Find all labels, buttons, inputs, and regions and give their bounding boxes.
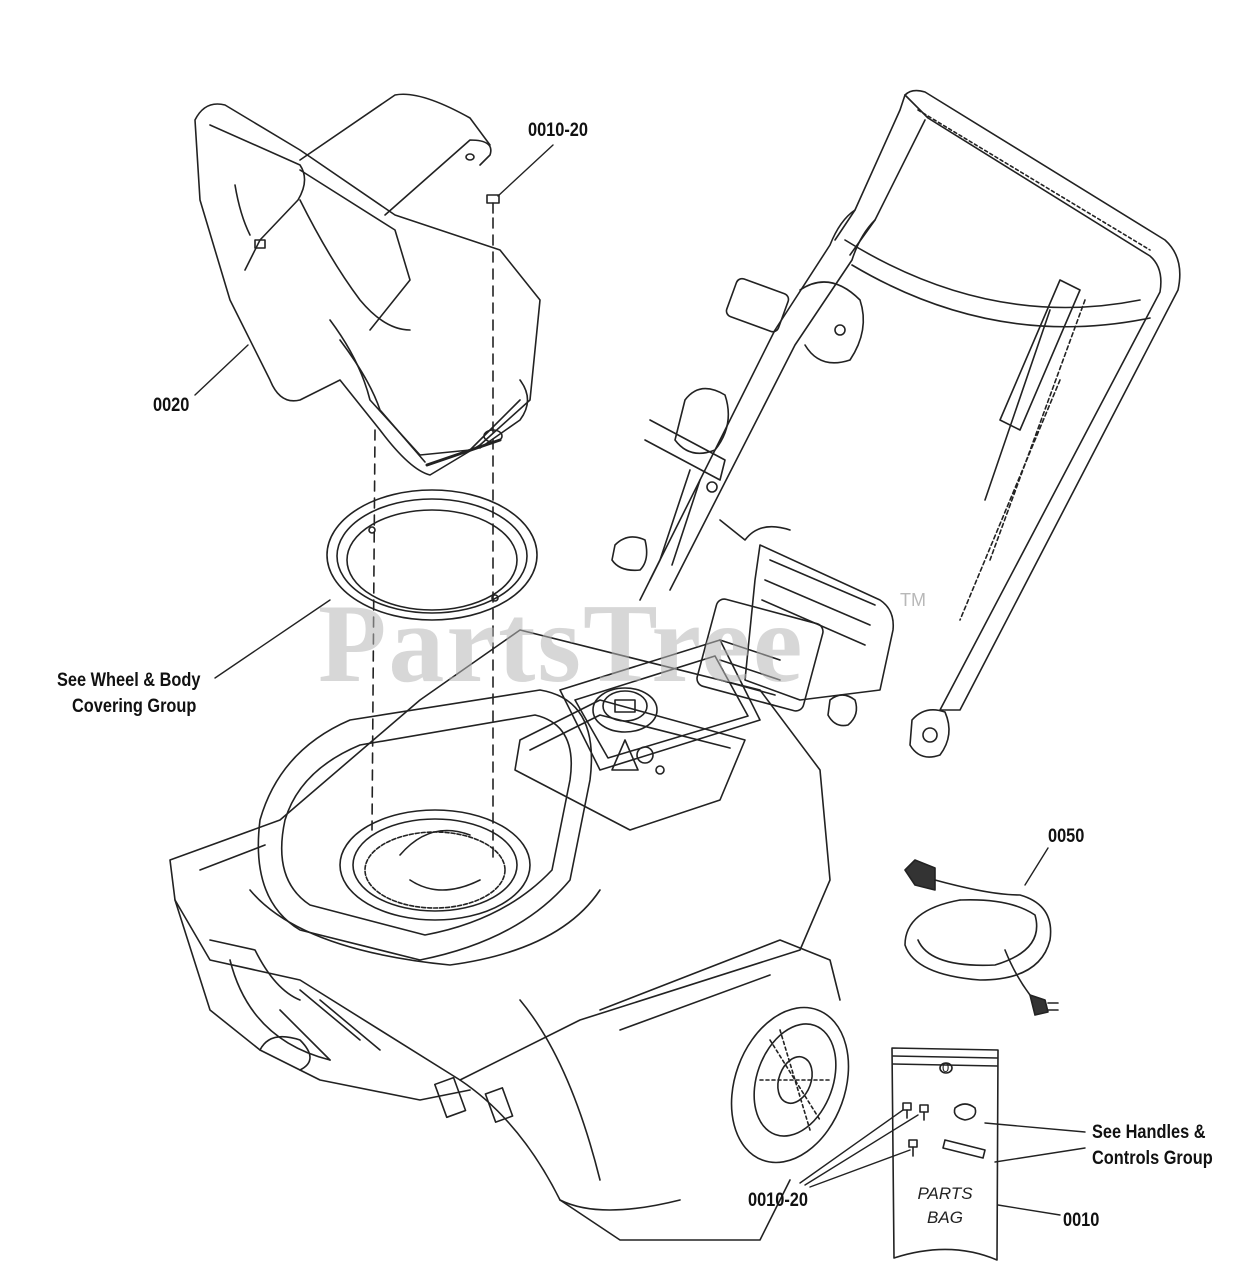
callout-see-wheel-line1: See Wheel & Body [57,670,201,691]
alignment-lines [371,217,494,861]
discharge-chute [194,93,541,476]
parts-bag-label-line1: PARTS [917,1184,973,1203]
handle-assembly [611,89,1181,758]
callout-see-handles-line2: Controls Group [1092,1148,1213,1169]
callout-parts-bag: 0010 [1063,1210,1100,1231]
leader-lines [194,144,1086,1216]
watermark-trademark: TM [900,590,926,610]
engine [514,544,895,831]
screw-top-part [486,194,500,214]
callout-screws-bag: 0010-20 [748,1190,808,1211]
callout-see-wheel-line2: Covering Group [72,696,197,717]
auger-housing [169,629,850,1241]
parts-bag-number: 0 [942,1060,950,1075]
callout-see-handles-line1: See Handles & [1092,1122,1206,1143]
callout-chute: 0020 [153,395,190,416]
callout-screw-top: 0010-20 [528,120,588,141]
parts-bag-label-line2: BAG [927,1208,963,1227]
chute-ring [326,489,538,621]
callout-cord: 0050 [1048,826,1085,847]
power-cord [904,859,1059,1016]
watermark-text: PartsTree [318,582,805,706]
parts-bag [891,1047,999,1261]
